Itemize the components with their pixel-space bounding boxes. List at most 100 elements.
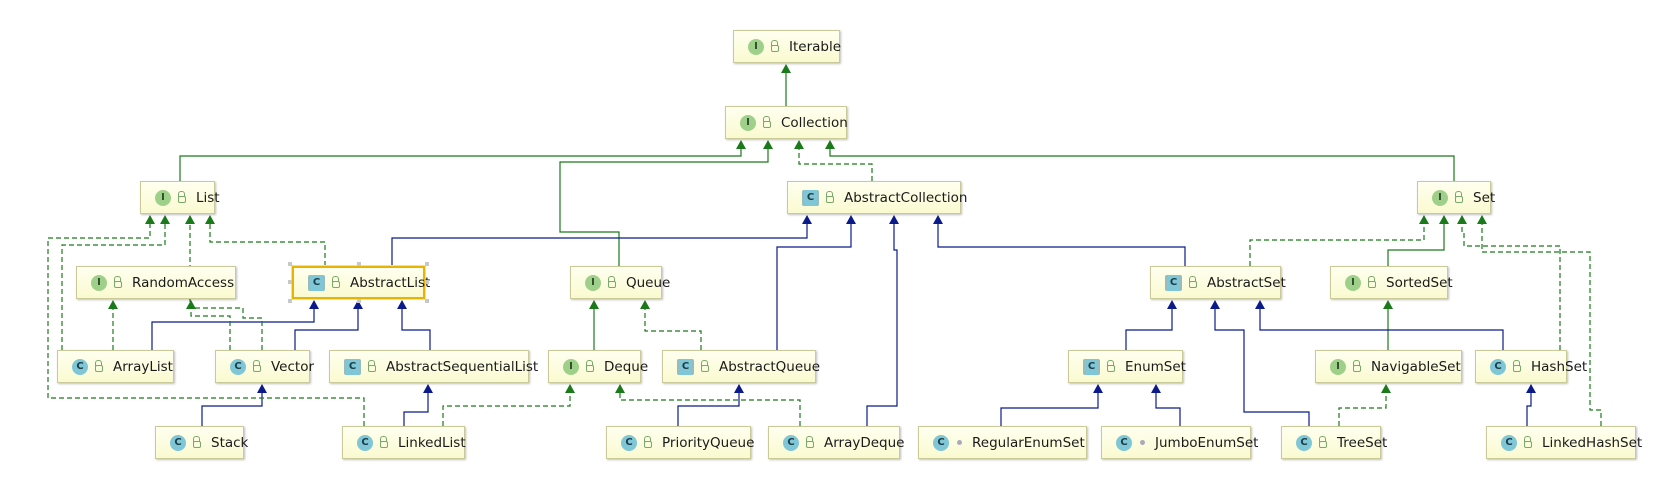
class-icon: C — [933, 434, 949, 451]
public-lock-icon — [1319, 436, 1327, 448]
class-icon: C — [783, 434, 799, 451]
selection-handle[interactable] — [288, 299, 292, 303]
node-label: RegularEnumSet — [972, 434, 1085, 451]
edge-linkedlist-to-abstractsequentiallist-arrowhead — [423, 384, 433, 393]
interface-icon: I — [1345, 274, 1361, 291]
edge-sortedset-to-set — [1387, 223, 1445, 266]
node-label: JumboEnumSet — [1155, 434, 1259, 451]
interface-icon: I — [585, 274, 601, 291]
node-hashset[interactable]: C HashSet — [1475, 350, 1587, 383]
node-label: Stack — [211, 434, 249, 451]
edge-regularenumset-to-enumset-arrowhead — [1093, 384, 1103, 393]
node-label: TreeSet — [1337, 434, 1388, 451]
edge-arraylist-to-list-arrowhead — [160, 215, 170, 224]
class-icon: C — [230, 358, 246, 375]
class-icon: C — [72, 358, 88, 375]
edge-vector-to-abstractlist-arrowhead — [353, 300, 363, 309]
selection-handle[interactable] — [288, 262, 292, 266]
edge-vector-to-abstractlist — [294, 308, 359, 350]
edge-abstractqueue-to-queue-arrowhead — [640, 300, 650, 309]
node-label: SortedSet — [1386, 274, 1453, 291]
interface-icon: I — [748, 38, 764, 55]
edge-abstractset-to-abstractcollection — [937, 223, 1186, 266]
package-private-dot-icon — [1140, 440, 1145, 445]
class-icon: C — [1296, 434, 1312, 451]
interface-icon: I — [1432, 189, 1448, 206]
public-lock-icon — [253, 360, 261, 372]
selection-handle[interactable] — [356, 299, 361, 303]
edge-abstractqueue-to-queue — [644, 308, 702, 350]
edge-linkedlist-to-deque-arrowhead — [565, 384, 575, 393]
edge-treeset-to-abstractset-arrowhead — [1210, 300, 1220, 309]
edge-linkedlist-to-list-arrowhead — [145, 215, 155, 224]
edge-set-to-collection-arrowhead — [825, 140, 835, 149]
edge-arraydeque-to-deque — [619, 392, 801, 426]
public-lock-icon — [586, 360, 594, 372]
node-label: AbstractList — [350, 274, 431, 291]
class-icon: C — [357, 434, 373, 451]
edge-queue-to-collection — [559, 148, 769, 266]
edge-treeset-to-navigableset — [1338, 392, 1387, 426]
selection-handle[interactable] — [425, 262, 429, 266]
edge-hashset-to-abstractset-arrowhead — [1255, 300, 1265, 309]
node-label: HashSet — [1531, 358, 1588, 375]
edge-abstractcollection-to-collection-arrowhead — [794, 140, 804, 149]
package-private-dot-icon — [957, 440, 962, 445]
edge-treeset-to-navigableset-arrowhead — [1381, 384, 1391, 393]
selection-handle[interactable] — [288, 280, 292, 284]
edge-queue-to-collection-arrowhead — [763, 140, 773, 149]
abstract-class-icon: C — [1165, 274, 1182, 291]
selection-handle[interactable] — [356, 262, 361, 266]
node-treeset[interactable]: C TreeSet — [1281, 426, 1387, 459]
public-lock-icon — [644, 436, 652, 448]
public-lock-icon — [178, 191, 186, 203]
edge-arraylist-to-list — [61, 223, 166, 350]
edge-linkedhashset-to-set-arrowhead — [1477, 215, 1487, 224]
public-lock-icon — [1353, 360, 1361, 372]
edge-regularenumset-to-enumset — [1000, 392, 1099, 426]
public-lock-icon — [193, 436, 201, 448]
edge-sortedset-to-set-arrowhead — [1439, 215, 1449, 224]
edge-navigableset-to-sortedset-arrowhead — [1383, 300, 1393, 309]
edge-collection-to-iterable-arrowhead — [781, 64, 791, 73]
selection-handle[interactable] — [425, 299, 429, 303]
edge-stack-to-vector-arrowhead — [257, 384, 267, 393]
class-icon: C — [1501, 434, 1517, 451]
edge-set-to-collection — [829, 148, 1455, 181]
edge-abstractqueue-to-abstractcollection-arrowhead — [846, 215, 856, 224]
interface-icon: I — [740, 114, 756, 131]
node-sortedset[interactable]: I SortedSet — [1330, 266, 1453, 299]
edge-abstractset-to-set-arrowhead — [1419, 215, 1429, 224]
selection-handle[interactable] — [425, 280, 429, 284]
node-regularenumset[interactable]: C RegularEnumSet — [918, 426, 1087, 459]
interface-icon: I — [1330, 358, 1346, 375]
edge-hashset-to-set — [1461, 223, 1561, 350]
class-icon: C — [1490, 358, 1506, 375]
node-label: PriorityQueue — [662, 434, 755, 451]
public-lock-icon — [368, 360, 376, 372]
node-label: EnumSet — [1125, 358, 1186, 375]
interface-icon: I — [563, 358, 579, 375]
